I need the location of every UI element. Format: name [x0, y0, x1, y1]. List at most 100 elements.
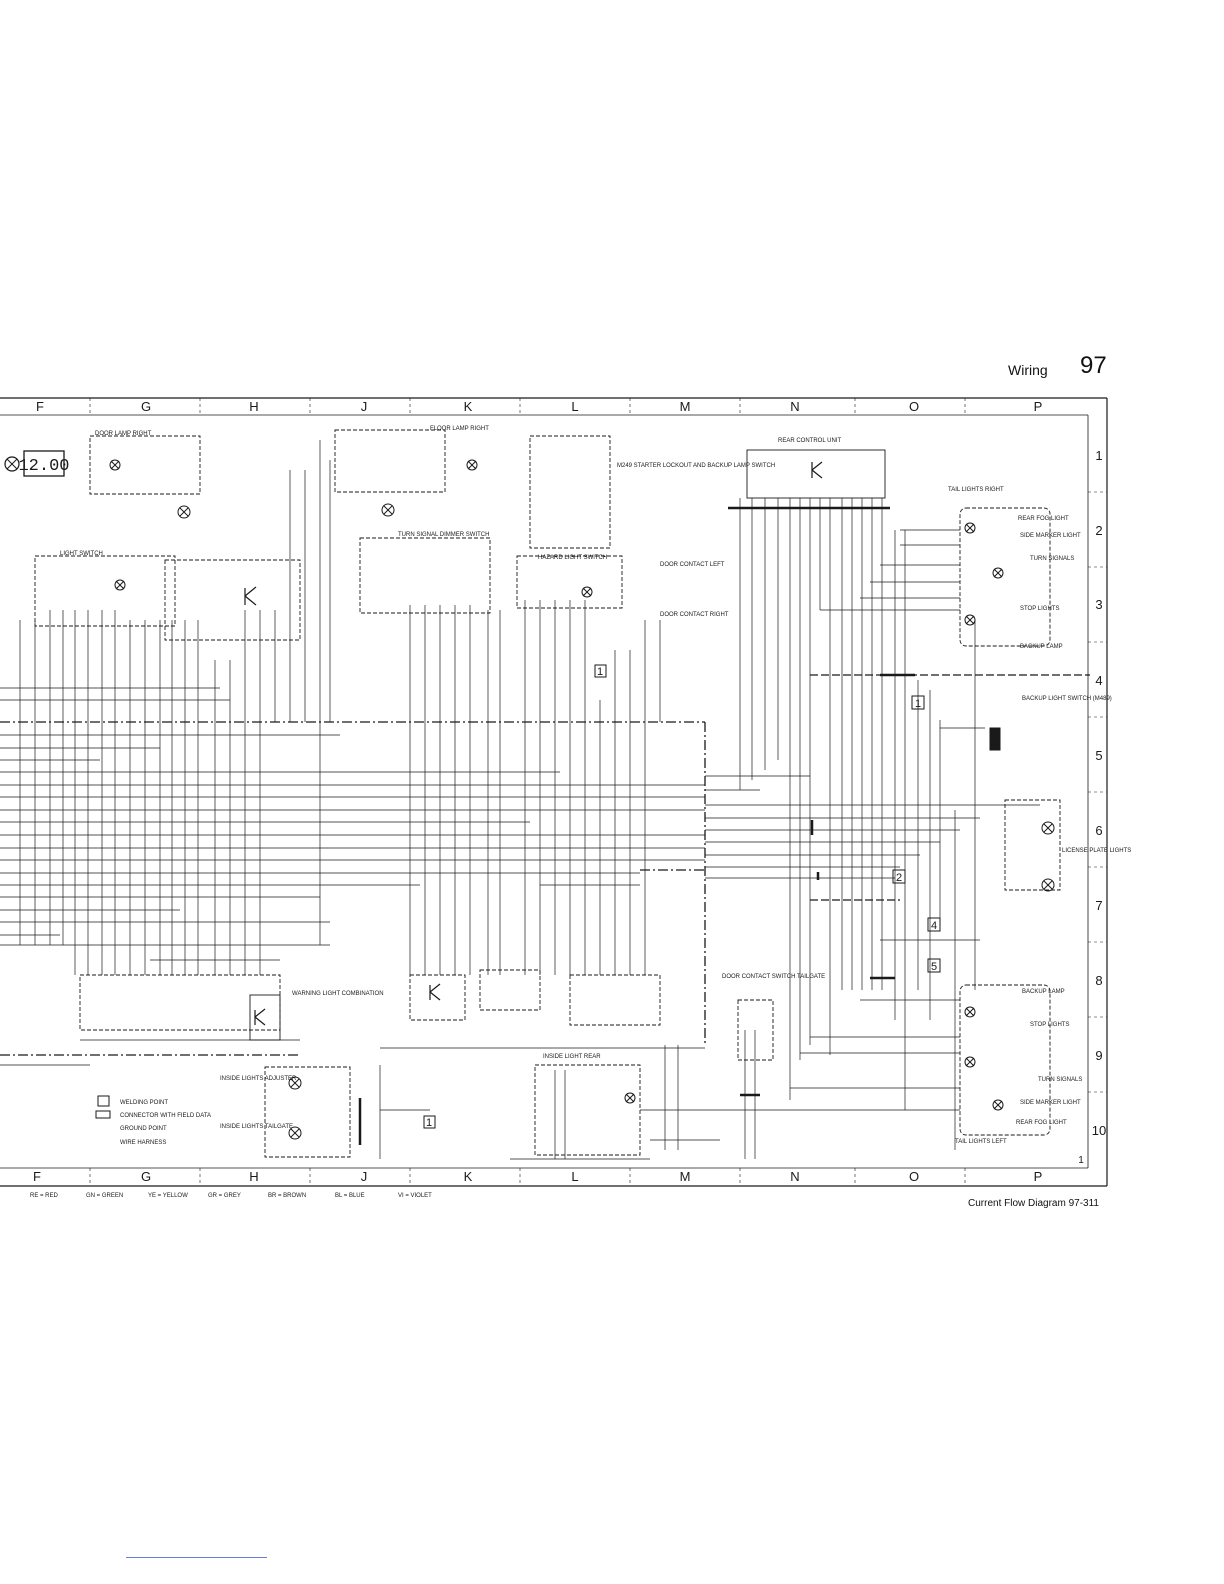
lamp-icon	[992, 567, 1004, 579]
row-label: 2	[1095, 523, 1102, 538]
col-label: L	[571, 1169, 578, 1184]
column-labels-top: F G H J K L M N O P	[36, 399, 1042, 414]
svg-text:1: 1	[915, 698, 921, 710]
side-marker-lower-label: SIDE MARKER LIGHT	[1020, 1100, 1081, 1106]
color-code: BR = BROWN	[268, 1193, 306, 1199]
svg-text:5: 5	[931, 961, 937, 973]
lamp-icon	[581, 586, 593, 598]
diagram-title: Current Flow Diagram 97-311	[968, 1198, 1099, 1209]
legend: WELDING POINT CONNECTOR WITH FIELD DATA …	[95, 1095, 211, 1146]
lamp-icon	[1041, 821, 1055, 835]
backup-switch-label: BACKUP LIGHT SWITCH (M489)	[1022, 696, 1112, 702]
floor-lamp-label: FLOOR LAMP RIGHT	[430, 426, 489, 432]
svg-text:2: 2	[896, 872, 902, 884]
page-header: Wiring 97	[1000, 352, 1120, 388]
row-labels: 1 2 3 4 5 6 7 8 9 10 1	[1078, 448, 1106, 1166]
lamp-icon	[109, 459, 121, 471]
component-labels: REAR CONTROL UNIT M249 STARTER LOCKOUT A…	[60, 426, 1131, 1145]
legend-connector: CONNECTOR WITH FIELD DATA	[120, 1113, 211, 1119]
legend-welding: WELDING POINT	[120, 1100, 168, 1106]
grid-dividers	[89, 398, 1107, 1186]
door-contact-left-label: DOOR CONTACT LEFT	[660, 562, 725, 568]
col-label: M	[680, 1169, 691, 1184]
license-plate-label: LICENSE PLATE LIGHTS	[1062, 848, 1131, 854]
harness-bars	[358, 506, 915, 1145]
col-label: N	[790, 399, 799, 414]
row-label: 3	[1095, 597, 1102, 612]
door-contact-right-label: DOOR CONTACT RIGHT	[660, 612, 729, 618]
col-label: G	[141, 1169, 151, 1184]
lamp-icon	[381, 503, 395, 517]
svg-text:1: 1	[426, 1117, 432, 1129]
col-label: J	[361, 399, 368, 414]
hazard-switch-label: HAZARD LIGHT SWITCH	[538, 555, 607, 561]
legend-harness: WIRE HARNESS	[120, 1140, 166, 1146]
bus-lines	[0, 674, 1090, 1056]
row-label: 6	[1095, 823, 1102, 838]
color-code: GR = GREY	[208, 1193, 241, 1199]
row-label: 8	[1095, 973, 1102, 988]
section-title: Wiring	[1008, 362, 1048, 378]
inside-lights-rear-label: INSIDE LIGHTS TAILGATE	[220, 1124, 293, 1130]
lamp-icon	[4, 456, 20, 472]
relay-icon	[244, 461, 823, 1026]
backup-switch-coil	[989, 727, 1001, 751]
col-label: P	[1034, 1169, 1043, 1184]
rear-fog-light-label: REAR FOG LIGHT	[1018, 516, 1069, 522]
warning-light-label: WARNING LIGHT COMBINATION	[292, 991, 384, 997]
clock: 12.00	[4, 450, 70, 477]
row-label: 9	[1095, 1048, 1102, 1063]
color-code: VI = VIOLET	[398, 1193, 432, 1199]
turn-signal-dimmer-label: TURN SIGNAL DIMMER SWITCH	[398, 532, 489, 538]
col-label: O	[909, 399, 919, 414]
lamp-icon	[1041, 878, 1055, 892]
col-label: F	[33, 1169, 41, 1184]
col-label: P	[1034, 399, 1043, 414]
light-switch-label: LIGHT SWITCH	[60, 551, 103, 557]
vertical-wires	[19, 440, 976, 1159]
row-label: 1	[1095, 448, 1102, 463]
tail-lights-left-label: TAIL LIGHTS LEFT	[955, 1139, 1007, 1145]
component-outlines	[34, 429, 1061, 1158]
lamp-icon	[992, 1099, 1004, 1111]
col-label: G	[141, 399, 151, 414]
color-code: BL = BLUE	[335, 1193, 365, 1199]
door-lamp-label: DOOR LAMP RIGHT	[95, 431, 152, 437]
inside-light-rear-label: INSIDE LIGHT REAR	[543, 1054, 601, 1060]
col-label: F	[36, 399, 44, 414]
column-labels-bottom: F G H J K L M N O P	[33, 1169, 1042, 1184]
clock-display: 12.00	[18, 457, 69, 476]
col-label: J	[361, 1169, 368, 1184]
lamp-icon	[288, 1076, 302, 1090]
diagram-frame	[0, 397, 1108, 1187]
row-label: 4	[1095, 673, 1102, 688]
link-underline[interactable]	[126, 1557, 267, 1558]
row-label: 5	[1095, 748, 1102, 763]
lamp-icon	[114, 579, 126, 591]
lamp-icon	[964, 614, 976, 626]
lamp-icon	[177, 505, 191, 519]
rear-control-unit-label: REAR CONTROL UNIT	[778, 438, 841, 444]
col-label: H	[249, 399, 258, 414]
svg-text:4: 4	[931, 920, 937, 932]
col-label: K	[464, 1169, 473, 1184]
lamp-icon	[466, 459, 478, 471]
lamp-icon	[624, 1092, 636, 1104]
row-label: 7	[1095, 898, 1102, 913]
turn-signals-label: TURN SIGNALS	[1030, 556, 1074, 562]
backup-lamp-label: BACKUP LAMP	[1020, 644, 1063, 650]
color-code: RE = RED	[30, 1193, 59, 1199]
col-label: H	[249, 1169, 258, 1184]
col-label: K	[464, 399, 473, 414]
svg-text:1: 1	[597, 666, 603, 678]
backup-lamp-lower-label: BACKUP LAMP	[1022, 989, 1065, 995]
lamp-icon	[288, 1126, 302, 1140]
legend-ground: GROUND POINT	[120, 1126, 167, 1132]
lamp-icon	[964, 522, 976, 534]
sheet-number: 1	[1078, 1155, 1084, 1166]
lamp-symbols	[109, 459, 1055, 1140]
lamp-icon	[964, 1056, 976, 1068]
stop-lights-label: STOP LIGHTS	[1020, 606, 1059, 612]
horizontal-wires	[0, 529, 1040, 1160]
